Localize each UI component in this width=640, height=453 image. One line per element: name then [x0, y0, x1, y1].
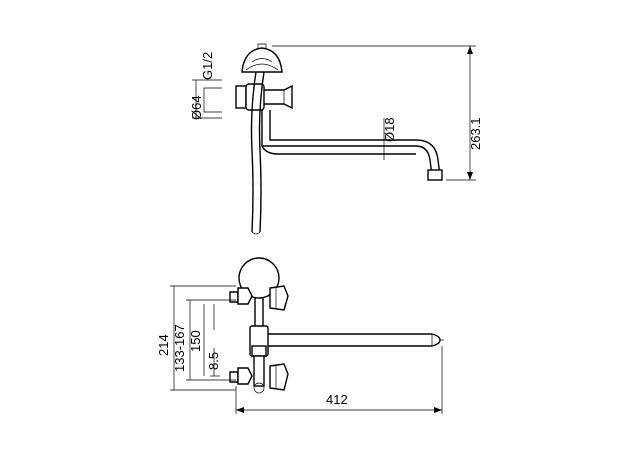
- spout-bottom-edge: [269, 110, 441, 177]
- hose-end: [251, 231, 261, 235]
- top-handle-right: [269, 285, 289, 311]
- overall-height-label: 214: [156, 334, 171, 356]
- shower-holder-head: [241, 47, 283, 73]
- height-extension-lines: [272, 45, 476, 181]
- spout-lower-curve: [261, 145, 416, 155]
- shower-holder-rim: [245, 63, 279, 71]
- side-view: [192, 43, 476, 235]
- offset-label: 8.5: [206, 352, 221, 370]
- hose-left-edge: [250, 71, 257, 233]
- spout-tip: [427, 169, 443, 181]
- shower-stem: [254, 298, 264, 330]
- lower-stem: [253, 355, 265, 387]
- diverter-block: [251, 345, 267, 357]
- spout-top-edge: [261, 110, 433, 177]
- wall-connector: [235, 85, 247, 109]
- front-view: [170, 257, 444, 414]
- center-label: 150: [188, 330, 203, 352]
- handle-side: [264, 84, 293, 110]
- bottom-nut-left: [237, 367, 253, 385]
- top-connector-left: [229, 291, 239, 303]
- length-extension-lines: [235, 346, 443, 414]
- flange-diameter-label: Ø64: [189, 95, 204, 120]
- flange-outline: [203, 87, 222, 113]
- top-nut-left: [237, 287, 253, 305]
- spout-diameter-label: Ø18: [382, 117, 397, 142]
- shower-holder-rim-inner: [251, 58, 273, 63]
- hose-right-edge: [258, 71, 265, 233]
- length-label: 412: [326, 392, 348, 407]
- bottom-connector-left: [229, 371, 239, 383]
- bottom-handle-right: [269, 363, 289, 391]
- thread-label: G1/2: [200, 52, 215, 80]
- center-range-label: 133-167: [172, 324, 187, 372]
- height-label: 263.1: [468, 117, 483, 150]
- flange-extension-lines: [192, 79, 222, 119]
- shower-holder-cap: [257, 43, 267, 48]
- overall-height-extensions: [170, 285, 236, 391]
- center-range-extensions: [186, 299, 236, 381]
- lower-outlet: [253, 382, 265, 394]
- spout-front: [268, 333, 441, 347]
- shower-disk: [238, 257, 280, 299]
